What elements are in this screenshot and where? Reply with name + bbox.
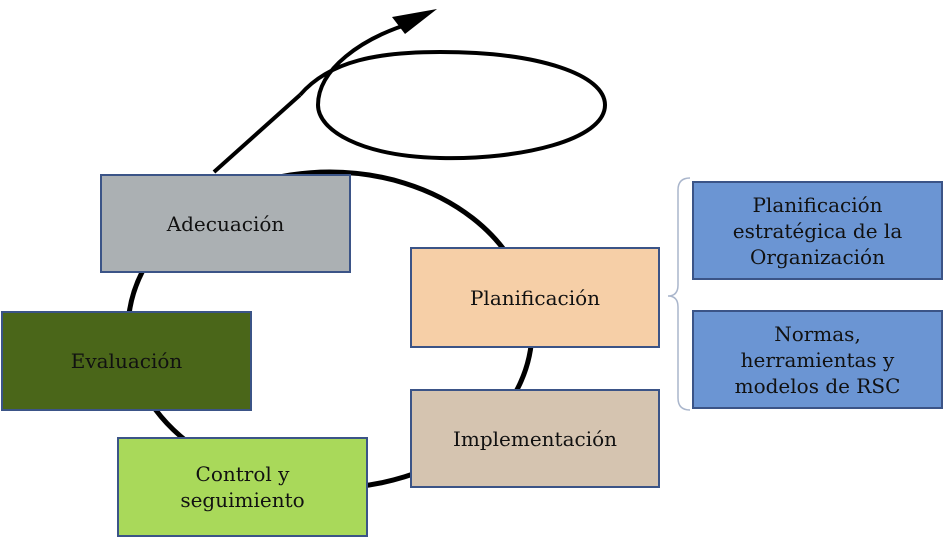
box-planificacion: Planificación <box>410 247 660 348</box>
box-adecuacion: Adecuación <box>100 174 351 273</box>
exit-arrow-line <box>212 93 302 174</box>
box-planificacion-estrategica: Planificación estratégica de la Organiza… <box>692 181 943 280</box>
label-planificacion-estrategica: Planificación estratégica de la Organiza… <box>732 192 903 269</box>
label-implementacion: Implementación <box>452 426 618 451</box>
box-evaluacion: Evaluación <box>1 311 252 411</box>
box-implementacion: Implementación <box>410 389 660 488</box>
label-control: Control y seguimiento <box>180 462 305 512</box>
side-bracket <box>667 177 691 411</box>
label-evaluacion: Evaluación <box>70 349 183 373</box>
arrow-head-icon <box>392 9 437 34</box>
label-planificacion: Planificación <box>469 285 601 310</box>
box-normas: Normas, herramientas y modelos de RSC <box>692 310 943 409</box>
label-adecuacion: Adecuación <box>166 211 285 236</box>
spiral-loop <box>298 20 608 161</box>
box-control: Control y seguimiento <box>117 437 368 537</box>
label-normas: Normas, herramientas y modelos de RSC <box>734 321 901 398</box>
